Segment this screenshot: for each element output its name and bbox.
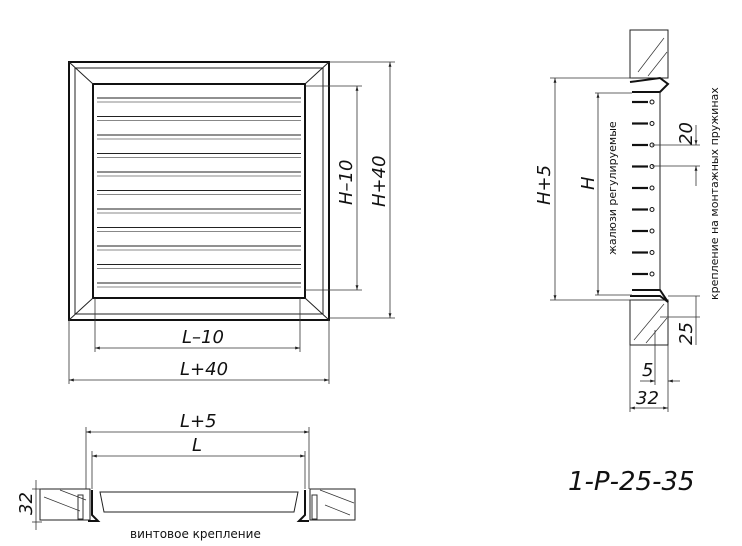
louver-pivot: [649, 99, 655, 105]
dim-pitch: 20: [676, 122, 697, 145]
louver-pivot: [649, 207, 655, 212]
louver-label: жалюзи регулируемые: [606, 121, 619, 255]
side-view: H+5 H жалюзи регулируемые крепление на м…: [534, 29, 721, 412]
wall-right: [309, 488, 356, 521]
screw-mount-label: винтовое крепление: [130, 527, 261, 541]
dim-height: H: [578, 176, 599, 190]
louver-pivot: [649, 164, 655, 169]
dim-outer-width: L+40: [180, 359, 228, 380]
wall-top: [629, 29, 669, 79]
dim-offset: 5: [642, 360, 653, 381]
wall-bottom: [629, 299, 669, 346]
louver-slats: [97, 97, 301, 288]
outer-frame: [68, 61, 330, 321]
dim-depth-bottom: 32: [16, 492, 37, 515]
dim-outer-height: H+40: [369, 155, 390, 207]
louver-pivot: [649, 121, 655, 126]
dim-opening-height: H+5: [534, 165, 555, 205]
louver-pivot: [649, 271, 655, 277]
dim-width: L: [192, 435, 202, 456]
model-code: 1-Р-25-35: [568, 467, 695, 497]
wall-left: [39, 488, 91, 521]
dim-opening-width: L+5: [180, 411, 217, 432]
dim-inner-height: H–10: [336, 160, 357, 205]
louver-pins: [632, 99, 655, 277]
bottom-view: L+5 L 32 винтовое крепление: [16, 411, 356, 541]
front-view: L–10 L+40 H–10 H+40: [68, 61, 395, 384]
louver-pivot: [649, 185, 655, 191]
dim-inner-width: L–10: [182, 327, 224, 348]
louver-pivot: [649, 228, 655, 234]
spring-mount-label: крепление на монтажных пружинах: [708, 87, 721, 300]
louver-pivot: [649, 250, 655, 255]
dim-flange: 25: [676, 322, 697, 345]
inner-frame: [92, 83, 306, 299]
dim-depth-side: 32: [636, 388, 659, 409]
